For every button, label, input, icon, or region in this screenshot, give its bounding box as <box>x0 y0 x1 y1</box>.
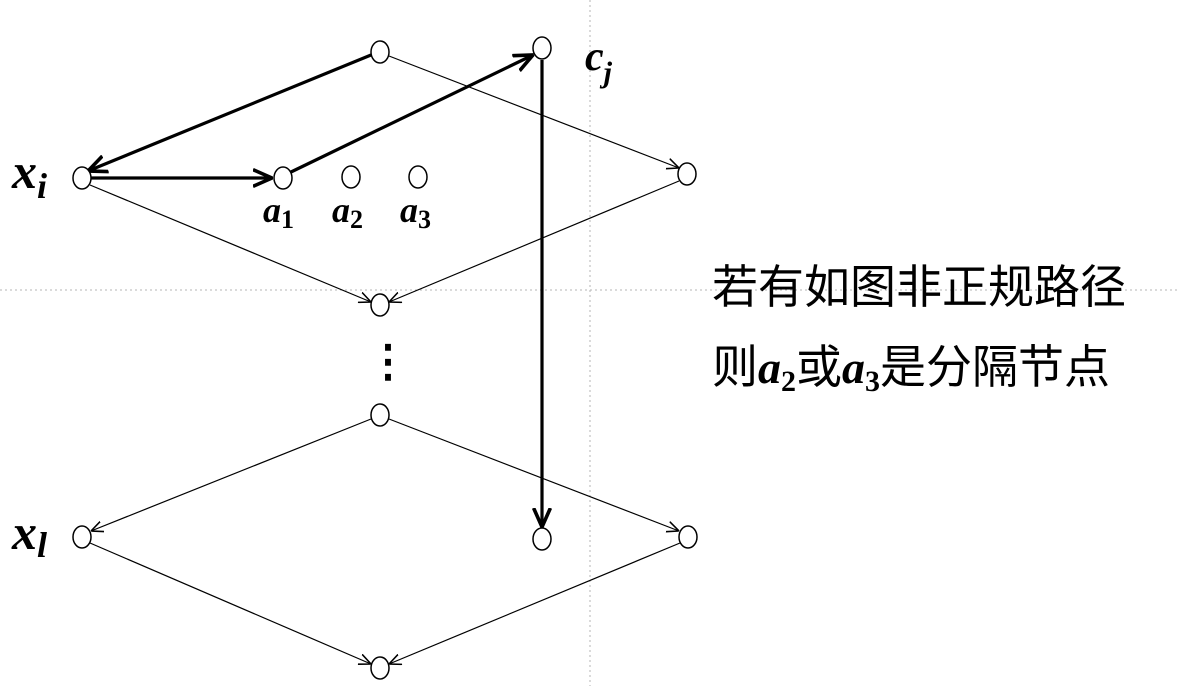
caption-line-2-post: 是分隔节点 <box>880 342 1110 393</box>
node-a2 <box>341 165 361 189</box>
caption-line-2-pre: 则 <box>712 342 758 393</box>
label-xl-base: x <box>11 504 37 560</box>
label-cj: cj <box>585 34 613 89</box>
edge-lowtop-to-xl <box>91 418 372 531</box>
label-xi-base: x <box>11 143 37 199</box>
label-a2: a2 <box>332 190 363 234</box>
label-a3: a3 <box>400 190 431 234</box>
node-mid <box>370 293 390 317</box>
node-a3 <box>408 165 428 189</box>
label-xi-sub: i <box>37 166 47 206</box>
label-cj-base: c <box>585 34 604 80</box>
edge-lowtop-to-rightlow <box>388 418 679 531</box>
node-xl <box>72 525 92 549</box>
label-xl: xl <box>11 504 47 565</box>
edge-right-to-mid <box>389 180 680 302</box>
caption-line-2-mid: 或 <box>796 342 842 393</box>
label-a1-base: a <box>263 190 281 230</box>
label-xl-sub: l <box>37 525 47 565</box>
path-edge-a1-to-cj <box>290 55 533 174</box>
label-a1-sub: 1 <box>281 205 294 234</box>
edge-top-to-right <box>388 55 679 168</box>
path-edge-top-to-xi <box>88 53 372 171</box>
caption-line-1: 若有如图非正规路径 <box>712 262 1126 313</box>
label-a3-base: a <box>400 190 418 230</box>
node-bottom <box>370 656 390 680</box>
caption-line-2-sub2: 3 <box>865 365 880 398</box>
edge-rightlow-to-bottom <box>389 542 681 664</box>
label-cj-sub: j <box>600 56 613 89</box>
node-lower-top <box>370 403 390 427</box>
caption-line-2-var1: a <box>758 342 781 393</box>
node-cj-target <box>532 527 552 551</box>
caption-line-2-sub1: 2 <box>781 365 796 398</box>
node-right-lower <box>678 525 698 549</box>
label-a2-base: a <box>332 190 350 230</box>
caption-line-2: 则a2或a3是分隔节点 <box>712 342 1110 398</box>
node-top <box>370 40 390 64</box>
label-a2-sub: 2 <box>350 205 363 234</box>
label-xi: xi <box>11 143 47 206</box>
vertical-ellipsis: ⋮ <box>366 336 410 387</box>
label-a1: a1 <box>263 190 294 234</box>
edge-xl-to-bottom <box>89 542 371 664</box>
node-right-upper <box>677 162 697 186</box>
node-cj <box>532 36 552 60</box>
node-xi <box>72 166 92 190</box>
label-a3-sub: 3 <box>418 205 431 234</box>
caption-line-2-var2: a <box>842 342 865 393</box>
node-a1 <box>273 166 293 190</box>
edge-xi-to-mid <box>89 184 371 302</box>
